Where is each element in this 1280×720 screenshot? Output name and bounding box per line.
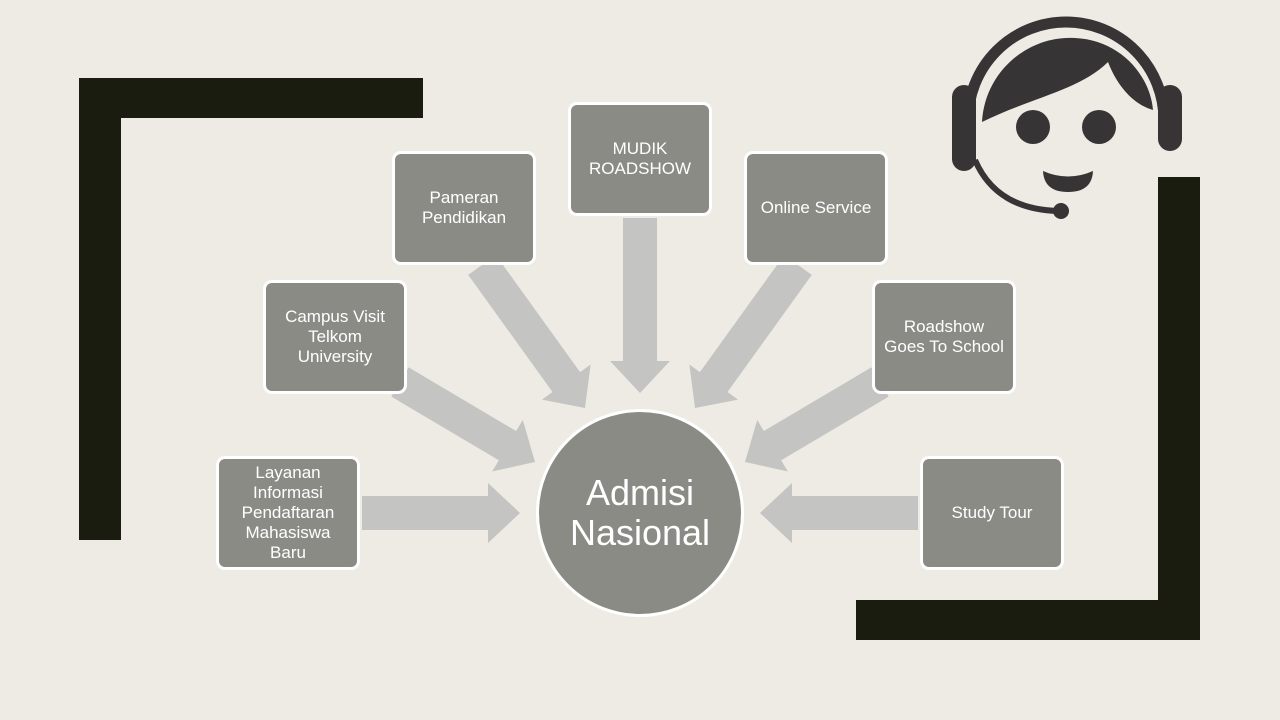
arrow-online-to-center [689, 255, 812, 408]
channel-study-tour: Study Tour [920, 456, 1064, 570]
channel-pameran: Pameran Pendidikan [392, 151, 536, 265]
channel-online: Online Service [744, 151, 888, 265]
arrow-study-tour-to-center [760, 483, 918, 543]
arrow-mudik-to-center [610, 218, 670, 393]
channel-campus-visit: Campus Visit Telkom University [263, 280, 407, 394]
arrow-roadshow-to-center [745, 367, 889, 472]
frame-left-top [79, 78, 423, 118]
arrow-layanan-to-center [362, 483, 520, 543]
arrow-campus-visit-to-center [391, 367, 535, 472]
channel-layanan: Layanan Informasi Pendaftaran Mahasiswa … [216, 456, 360, 570]
channel-roadshow: Roadshow Goes To School [872, 280, 1016, 394]
frame-left-side [79, 78, 121, 540]
channel-mudik: MUDIK ROADSHOW [568, 102, 712, 216]
arrow-pameran-to-center [468, 255, 591, 408]
center-admisi-nasional: Admisi Nasional [536, 409, 744, 617]
frame-right-bottom [856, 600, 1200, 640]
frame-right-side [1158, 177, 1200, 640]
